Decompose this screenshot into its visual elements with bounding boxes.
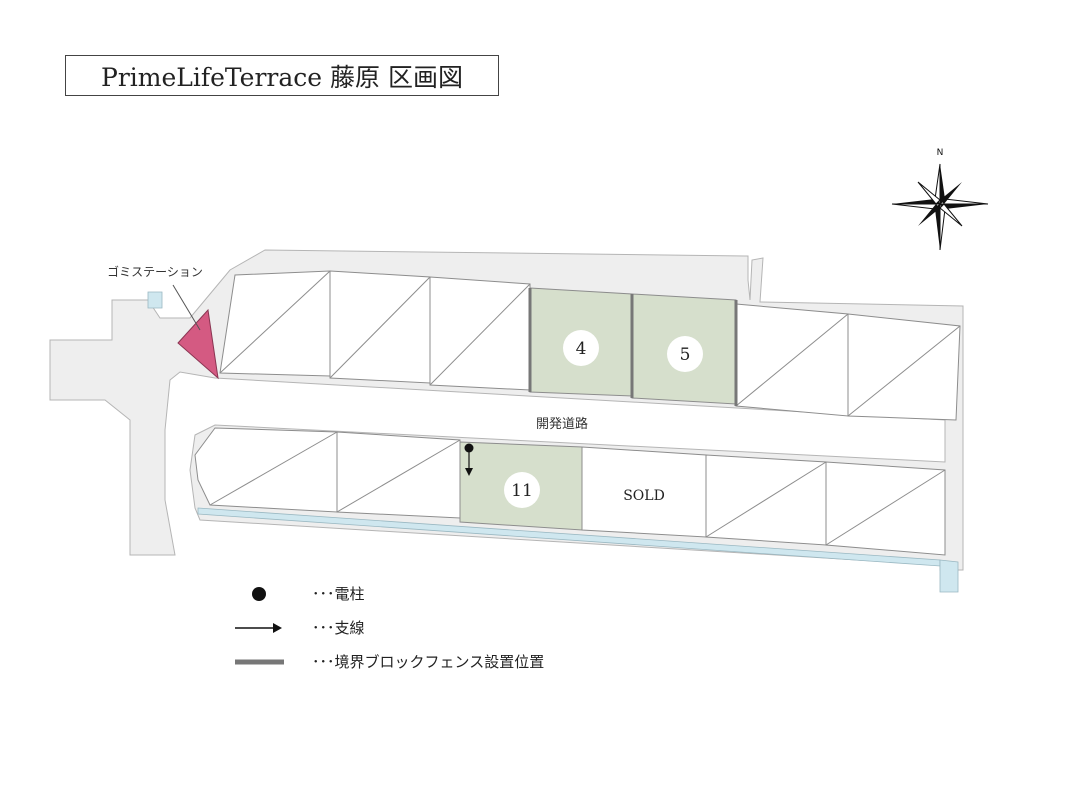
compass-icon: N (891, 148, 989, 251)
plot-5-number: 5 (680, 345, 691, 365)
utility-pole-icon (464, 443, 474, 453)
waterway-right (939, 559, 959, 593)
legend-text: ･･･支線 (312, 619, 365, 637)
compass-north-label: N (937, 148, 944, 158)
garbage-station[interactable] (177, 308, 219, 380)
plot-diagonal (705, 461, 827, 538)
plot-diagonal (329, 276, 431, 379)
waterway-left (147, 291, 163, 309)
guy-wire-arrowhead-icon (465, 468, 473, 476)
plot-diagonal (735, 313, 849, 407)
plot-bottom-6 (825, 461, 946, 556)
plot-top-3 (429, 276, 531, 391)
plot-bottom-2 (336, 431, 461, 519)
road-label: 開発道路 (536, 416, 588, 432)
plot-diagonal (219, 270, 331, 374)
plot-4-number: 4 (576, 339, 587, 359)
plot-11-marker (504, 472, 540, 508)
legend-text: ･･･境界ブロックフェンス設置位置 (312, 653, 545, 671)
plot-11-number: 11 (511, 481, 533, 501)
plot-4-marker (563, 330, 599, 366)
legend-text: ･･･電柱 (312, 585, 365, 603)
block-fence-legend-icon (235, 659, 284, 664)
garbage-station-label: ゴミステーション (107, 264, 203, 279)
page-title: PrimeLifeTerrace 藤原 区画図 (65, 55, 499, 96)
plot-diagonal (336, 439, 461, 513)
plot-5-marker (667, 336, 703, 372)
legend-symbol (232, 652, 312, 672)
utility-pole-legend-icon (252, 586, 266, 601)
sold-label: SOLD (623, 488, 665, 504)
plot-diagonal (429, 283, 531, 386)
plot-diagonal (209, 431, 338, 506)
plot-bottom-1 (194, 427, 338, 513)
legend-guy-wire: ･･･支線 (232, 617, 365, 638)
garbage-station-leader (172, 284, 201, 331)
plot-top-7 (847, 313, 961, 421)
plot-diagonal (847, 325, 961, 417)
plot-diagonal (825, 469, 946, 546)
legend-symbol (232, 618, 312, 638)
arrow-right-icon (235, 622, 282, 633)
legend-utility-pole: ･･･電柱 (232, 583, 365, 604)
legend-symbol (232, 584, 312, 604)
legend-block-fence: ･･･境界ブロックフェンス設置位置 (232, 651, 544, 672)
